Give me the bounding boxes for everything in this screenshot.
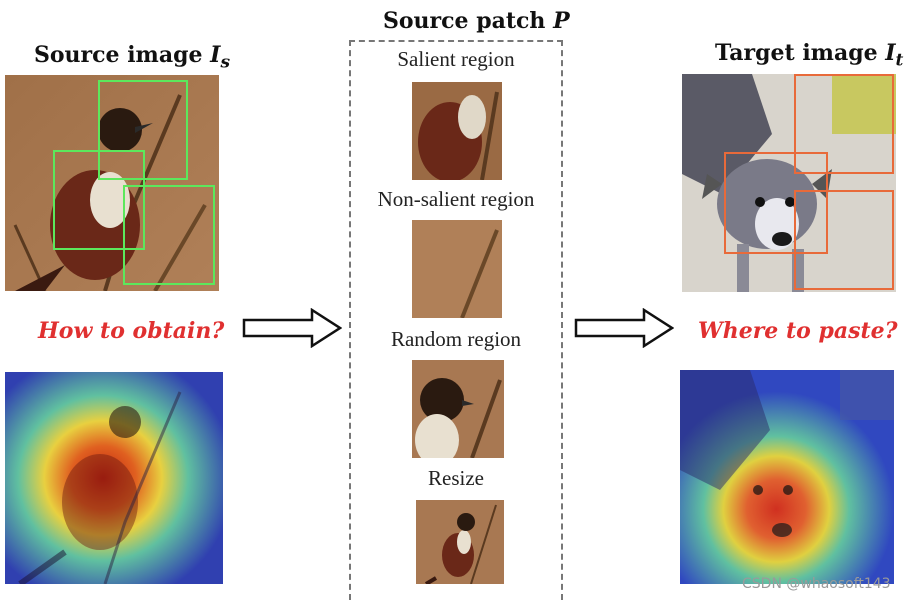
random-patch bbox=[412, 360, 504, 458]
random-region-label: Random region bbox=[390, 327, 522, 351]
source-heatmap bbox=[5, 372, 223, 584]
source-patch-dashed-box bbox=[349, 40, 563, 600]
target-heatmap bbox=[680, 370, 894, 584]
source-patch-title: Source patch P bbox=[383, 8, 570, 34]
source-image-title: Source image Is bbox=[34, 42, 231, 73]
arrow-right-icon-2 bbox=[574, 308, 674, 348]
green-box-3 bbox=[123, 185, 215, 285]
where-to-paste-label: Where to paste? bbox=[698, 318, 898, 344]
resize-label: Resize bbox=[428, 466, 484, 490]
orange-box-2 bbox=[724, 152, 828, 254]
watermark: CSDN @whaosoft143 bbox=[742, 576, 891, 592]
orange-box-3 bbox=[794, 190, 894, 290]
how-to-obtain-label: How to obtain? bbox=[38, 318, 225, 344]
salient-patch bbox=[412, 82, 502, 180]
non-salient-region-label: Non-salient region bbox=[377, 187, 535, 211]
target-image-dog bbox=[682, 74, 896, 292]
resized-patch bbox=[416, 500, 504, 584]
arrow-right-icon bbox=[242, 308, 342, 348]
salient-region-label: Salient region bbox=[397, 47, 515, 71]
green-box-2 bbox=[53, 150, 145, 250]
source-image-bird bbox=[5, 75, 219, 291]
non-salient-patch bbox=[412, 220, 502, 318]
target-image-title: Target image It bbox=[715, 40, 904, 71]
orange-box-1 bbox=[794, 74, 894, 174]
